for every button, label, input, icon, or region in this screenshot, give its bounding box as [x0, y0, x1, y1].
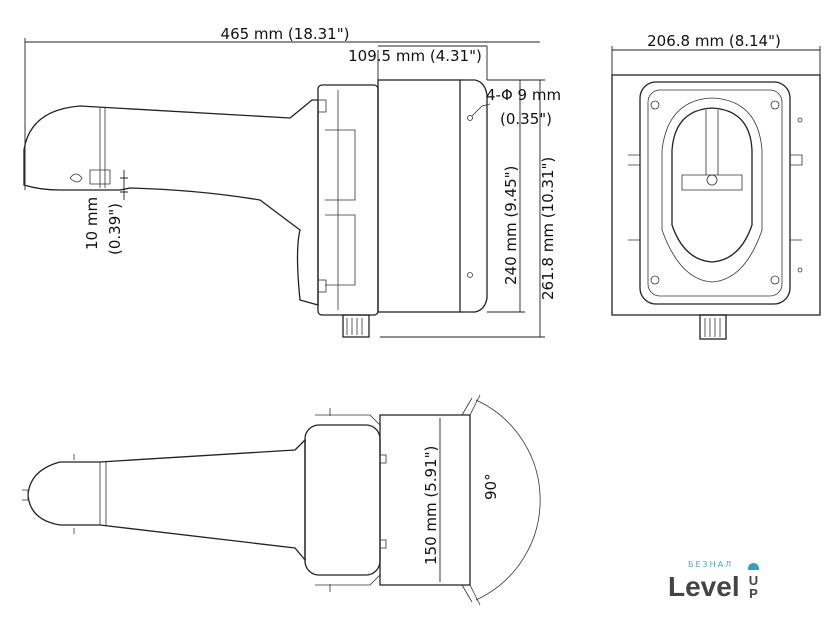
rotation-angle-label: 90° — [482, 473, 500, 500]
front-cable-gland — [699, 314, 727, 340]
front-mount-plate — [611, 74, 821, 316]
side-arm — [23, 99, 319, 306]
logo-main-text: Level — [668, 571, 740, 602]
front-junction-box — [639, 81, 791, 305]
bracket-width-label: 150 mm (5.91") — [422, 446, 440, 565]
logo-up-text: UP — [748, 573, 759, 601]
total-height-label: 261.8 mm (10.31") — [539, 157, 557, 300]
hole-spec-inch-label: (0.35") — [500, 110, 552, 128]
logo-accent — [748, 563, 759, 570]
hole-spec-label: 4-Φ 9 mm — [486, 86, 561, 104]
arm-offset-inch-label: (0.39") — [106, 203, 124, 255]
logo-small-text: БЕЗНАЛ — [688, 560, 734, 569]
overall-length-label: 465 mm (18.31") — [221, 25, 350, 43]
plate-depth-label: 109.5 mm (4.31") — [348, 47, 482, 65]
front-view: 206.8 mm (8.14") — [611, 32, 821, 340]
rotation-arc — [475, 399, 541, 601]
bottom-junction-box — [304, 424, 381, 576]
side-adapter — [377, 79, 461, 313]
side-mount-plate — [460, 79, 488, 313]
arm-offset-label: 10 mm — [83, 197, 101, 250]
bottom-arm — [27, 438, 306, 562]
bottom-view: 150 mm (5.91") 90° — [22, 394, 541, 606]
plate-width-label: 206.8 mm (8.14") — [647, 32, 781, 50]
side-view: 465 mm (18.31") 109.5 mm (4.31") 4-Φ 9 m… — [23, 25, 561, 338]
side-cable-gland — [342, 314, 370, 338]
levelup-logo: БЕЗНАЛ Level UP — [668, 560, 778, 610]
plate-height-label: 240 mm (9.45") — [502, 166, 520, 285]
